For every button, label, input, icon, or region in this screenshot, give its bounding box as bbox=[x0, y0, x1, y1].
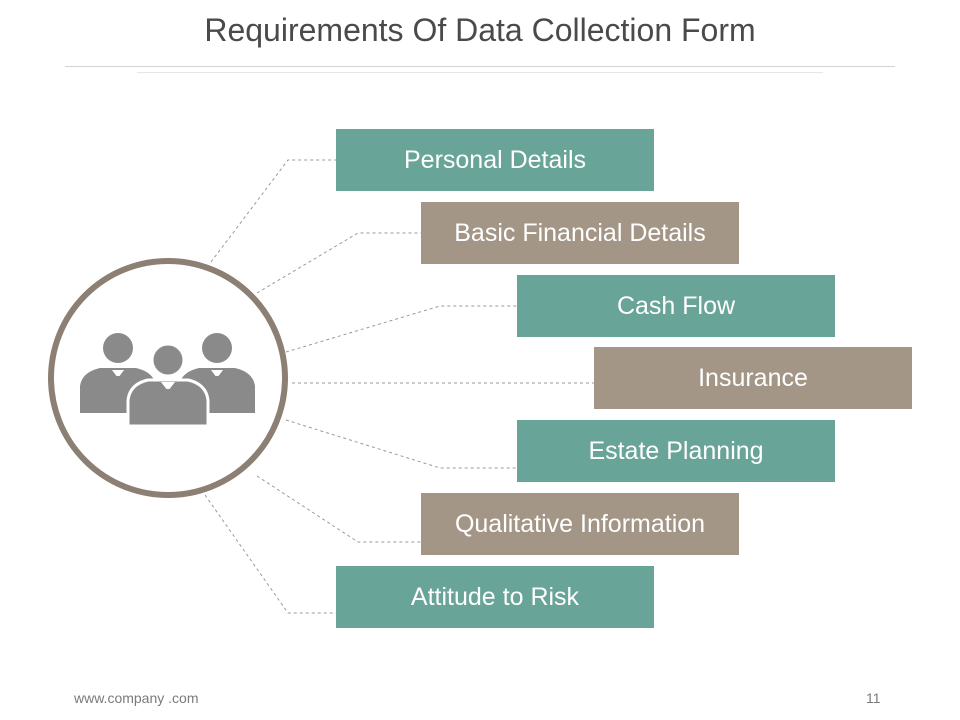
connector-cash-flow bbox=[285, 305, 517, 353]
title-divider-secondary bbox=[137, 72, 823, 73]
page-title: Requirements Of Data Collection Form bbox=[204, 12, 756, 48]
footer-website: www.company .com bbox=[74, 690, 199, 706]
connector-qualitative-information bbox=[256, 475, 421, 543]
item-insurance: Insurance bbox=[594, 347, 912, 409]
business-people-icon bbox=[80, 333, 255, 428]
item-qualitative-information: Qualitative Information bbox=[421, 493, 739, 555]
connector-personal-details bbox=[210, 159, 336, 263]
item-attitude-to-risk: Attitude to Risk bbox=[336, 566, 654, 628]
connector-estate-planning bbox=[285, 419, 517, 469]
item-basic-financial-details: Basic Financial Details bbox=[421, 202, 739, 264]
connector-basic-financial-details bbox=[256, 232, 421, 294]
title-divider bbox=[65, 66, 895, 67]
item-personal-details: Personal Details bbox=[336, 129, 654, 191]
item-cash-flow: Cash Flow bbox=[517, 275, 835, 337]
item-estate-planning: Estate Planning bbox=[517, 420, 835, 482]
page-number: 11 bbox=[866, 690, 881, 706]
connector-attitude-to-risk bbox=[204, 494, 336, 614]
